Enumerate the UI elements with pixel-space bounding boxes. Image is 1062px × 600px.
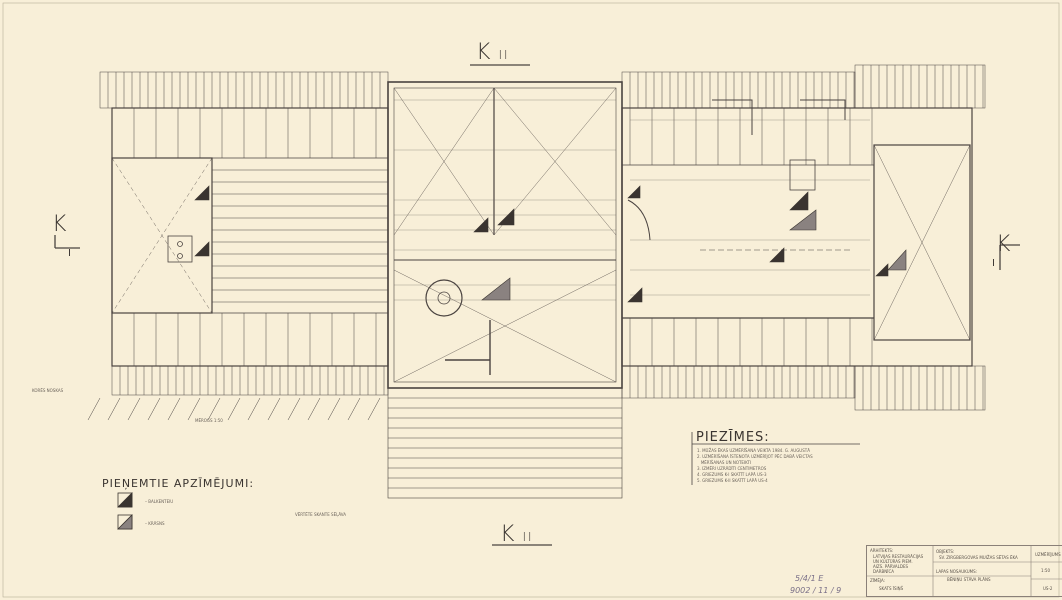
architect-line: UN KULTŪRAS PIEM. (873, 559, 913, 564)
sheet-number: US-2 (1043, 586, 1053, 591)
section-mark-right-numeral: I (992, 258, 995, 269)
handwritten-note-2: 9002 / 11 / 9 (790, 586, 842, 595)
left-wing (111, 107, 389, 367)
handwritten-note-1: 5/4/1 E (795, 574, 824, 583)
note-line: MĒRĪŠANAS UN NOTEIKTI (697, 460, 752, 465)
legend-item-chimney: – BALKENTEIU (145, 499, 174, 504)
object-label: OBJEKTS: (936, 549, 955, 554)
sheet-name: BĒNIŅU STĀVA PLĀNS (947, 577, 991, 582)
architect-line: DARBNĪCA (873, 569, 894, 574)
architect-label: ARHITEKTS: (870, 548, 894, 553)
left-wing-dim: MĒROGS 1:50 (195, 418, 223, 423)
legend-item-stove: – KRĀSNS (145, 521, 165, 526)
section-cut-lines (54, 64, 1020, 546)
title-block: ARHITEKTS: LATVIJAS RESTAURĀCIJAS UN KUL… (866, 545, 1062, 597)
left-wing-note: KORĒS NOSKAS (32, 388, 64, 393)
note-line: 5. GRIEZUMS K-II SKATĪT LAPĀ US-4 (697, 478, 768, 483)
chimney-symbols (194, 185, 889, 303)
section-mark-left: K (52, 212, 69, 237)
scale: 1:50 (1041, 568, 1050, 573)
entrance-stairs (387, 387, 623, 499)
note-line: 3. IZMĒRI UZRĀDĪTI CENTIMETROS (697, 466, 767, 471)
object-name: SV. ZIRGBERGOVAS MUIŽAS SĒTAS ĒKA (939, 555, 1018, 560)
note-line: 2. UZMĒRĪŠANA ĪSTENOTA UZMĒRĪJOT PĒC DAB… (697, 454, 813, 459)
stairs-note: VĒRTĒTE SKANTE SĒĻĀVA (295, 512, 347, 517)
stove-symbols (481, 209, 907, 301)
notes-title: PIEZĪMES: (696, 430, 770, 445)
architect-line: LATVIJAS RESTAURĀCIJAS (873, 554, 924, 559)
section-mark-left-numeral: I (68, 248, 71, 259)
right-wing (621, 99, 973, 367)
notes-list: 1. MŪŽAS ĒKAS UZMĒRĪŠANA VEIKTA 1984. G.… (697, 448, 813, 484)
sheet-label: LAPAS NOSAUKUMS: (936, 569, 977, 574)
dimension-lines (394, 99, 870, 301)
drafter-label: ZĪMĒJA: (870, 578, 886, 583)
center-block (387, 81, 623, 389)
legend-symbols (117, 492, 133, 530)
note-line: 1. MŪŽAS ĒKAS UZMĒRĪŠANA VEIKTA 1984. G.… (697, 448, 810, 453)
note-line: 4. GRIEZUMS K-I SKATĪT LAPĀ US-3 (697, 472, 767, 477)
architect-line: AIZS. PĀRVALDES (873, 564, 909, 569)
roof-rafters (87, 64, 986, 421)
notes-frame (691, 432, 860, 485)
drafter-name: SKATS ĪSIŅŠ (879, 586, 904, 591)
stage: UZMĒRĪJUMS (1035, 552, 1061, 557)
section-mark-right: K (996, 232, 1013, 257)
legend-title: PIEŅEMTIE APZĪMĒJUMI: (102, 477, 255, 490)
